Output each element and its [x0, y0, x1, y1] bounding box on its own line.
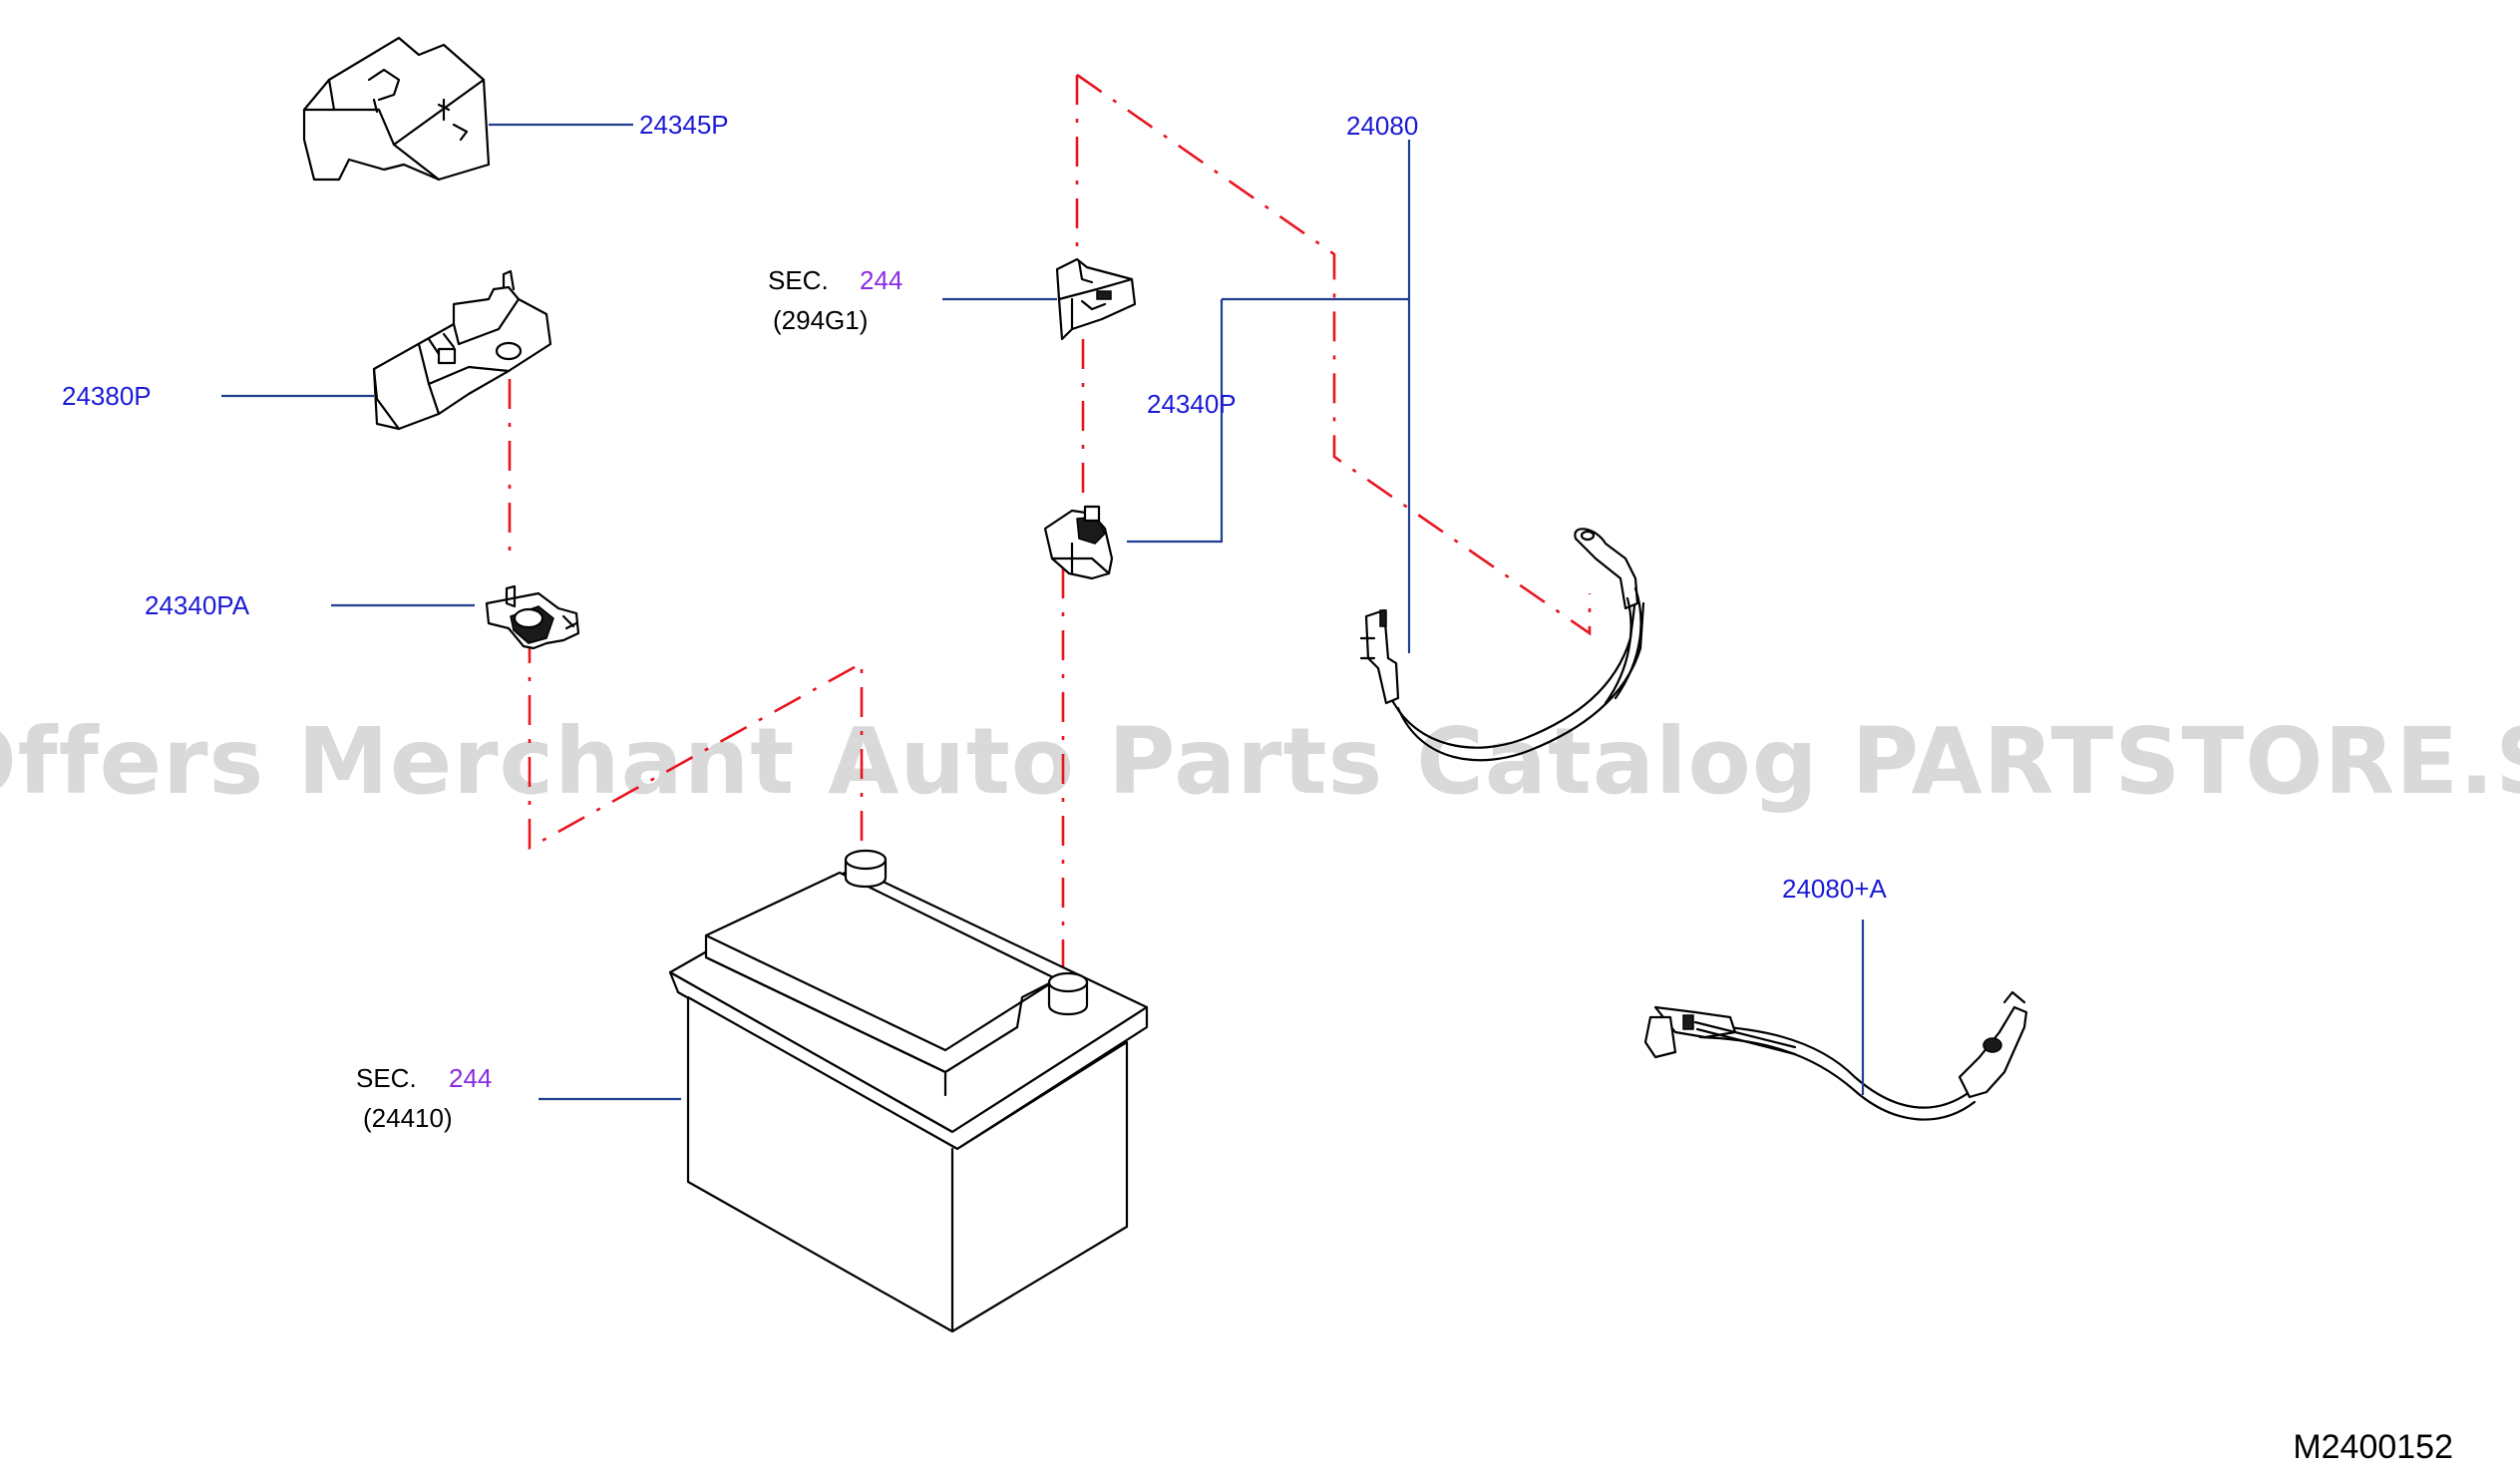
callout-neg-terminal[interactable]: 24340PA [145, 590, 250, 620]
terminal-cover-part-drawing[interactable] [372, 269, 552, 431]
callout-cover[interactable]: 24345P [639, 110, 729, 140]
assembly-line-neg-lower [528, 633, 864, 858]
assembly-lines [508, 73, 1592, 972]
diagram-id: M2400152 [2293, 1428, 2453, 1466]
assembly-line-cable [1076, 73, 1592, 636]
callout-pos-terminal[interactable]: 24340P [1147, 389, 1237, 419]
sec-ref-battery-prefix: SEC. [356, 1063, 417, 1093]
sec-ref-sensor-prefix: SEC. [768, 265, 829, 295]
battery-sensor-part-drawing[interactable] [1055, 257, 1137, 341]
cover-part-drawing[interactable] [302, 36, 491, 182]
sec-ref-battery-number[interactable]: 244 [449, 1063, 492, 1093]
alt-cable-part-drawing[interactable] [1643, 990, 2028, 1121]
battery-cable-part-drawing[interactable] [1359, 528, 1645, 762]
callout-cable-alt[interactable]: 24080+A [1782, 874, 1887, 904]
callout-labels: 24345P 24380P 24340PA 24340P 24080 24080… [62, 110, 2453, 1466]
neg-terminal-part-drawing[interactable] [485, 584, 580, 650]
sec-ref-sensor-number[interactable]: 244 [860, 265, 902, 295]
callout-terminal-cover[interactable]: 24380P [62, 381, 152, 411]
sec-ref-battery-part: (24410) [363, 1103, 453, 1133]
callout-cable[interactable]: 24080 [1346, 111, 1418, 141]
pos-terminal-part-drawing[interactable] [1043, 505, 1114, 580]
battery-part-drawing[interactable] [668, 849, 1149, 1333]
leader-lines [221, 123, 1865, 1101]
leader-pos-terminal [1127, 299, 1224, 544]
watermark-text: Offers Merchant Auto Parts Catalog PARTS… [0, 708, 2520, 815]
sec-ref-sensor-part: (294G1) [773, 305, 868, 335]
